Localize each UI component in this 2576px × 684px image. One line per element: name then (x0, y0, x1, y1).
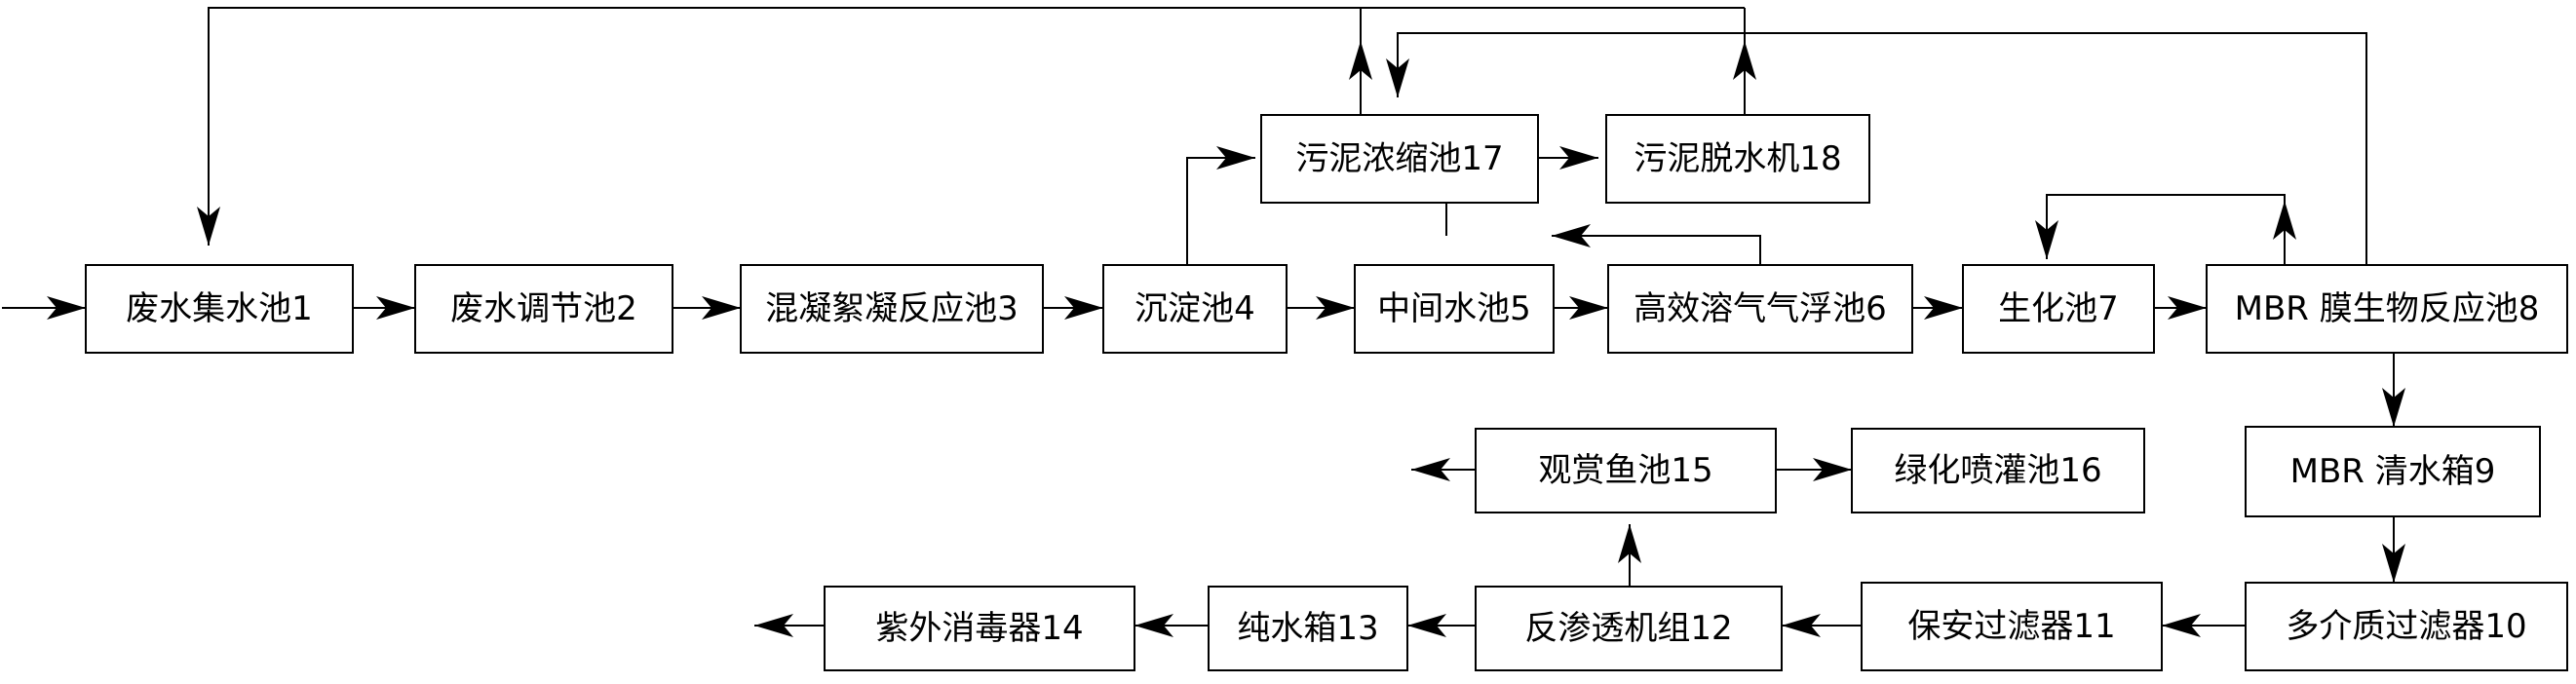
node-9: MBR 清水箱9 (2245, 426, 2541, 517)
node-label: 沉淀池4 (1134, 289, 1255, 328)
node-8: MBR 膜生物反应池8 (2206, 264, 2568, 354)
node-17: 污泥浓缩池17 (1260, 114, 1539, 204)
node-16: 绿化喷灌池16 (1851, 428, 2145, 513)
node-13: 纯水箱13 (1208, 586, 1408, 671)
node-label: 污泥浓缩池17 (1295, 139, 1503, 178)
node-label: 生化池7 (1998, 289, 2119, 328)
node-label: MBR 膜生物反应池8 (2235, 289, 2540, 328)
node-label: 废水调节池2 (450, 289, 637, 328)
node-label: 多介质过滤器10 (2286, 607, 2526, 646)
node-6: 高效溶气气浮池6 (1607, 264, 1913, 354)
node-14: 紫外消毒器14 (824, 586, 1135, 671)
node-2: 废水调节池2 (414, 264, 673, 354)
node-label: 污泥脱水机18 (1634, 139, 1841, 178)
node-label: MBR 清水箱9 (2290, 452, 2496, 491)
node-18: 污泥脱水机18 (1605, 114, 1870, 204)
node-label: 绿化喷灌池16 (1894, 451, 2101, 490)
node-label: 观赏鱼池15 (1538, 451, 1712, 490)
node-label: 混凝絮凝反应池3 (765, 289, 1019, 328)
arrow-8-to-17 (1386, 32, 2367, 265)
node-label: 纯水箱13 (1237, 609, 1378, 648)
node-label: 废水集水池1 (126, 289, 313, 328)
node-15: 观赏鱼池15 (1475, 428, 1777, 513)
node-label: 紫外消毒器14 (875, 609, 1083, 648)
node-10: 多介质过滤器10 (2245, 582, 2568, 671)
node-1: 废水集水池1 (85, 264, 354, 354)
connectors (2, 7, 2405, 637)
node-label: 反渗透机组12 (1524, 609, 1732, 648)
node-label: 保安过滤器11 (1907, 607, 2115, 646)
node-11: 保安过滤器11 (1861, 582, 2163, 671)
node-4: 沉淀池4 (1102, 264, 1288, 354)
arrow-4-to-17 (1186, 146, 1255, 265)
node-label: 中间水池5 (1377, 289, 1531, 328)
node-label: 高效溶气气浮池6 (1634, 289, 1887, 328)
node-7: 生化池7 (1962, 264, 2155, 354)
node-3: 混凝絮凝反应池3 (740, 264, 1044, 354)
arrow-8-to-7 (2035, 194, 2286, 265)
node-12: 反渗透机组12 (1475, 586, 1783, 671)
node-5: 中间水池5 (1354, 264, 1555, 354)
arrow-6-to-17 (1552, 224, 1761, 265)
